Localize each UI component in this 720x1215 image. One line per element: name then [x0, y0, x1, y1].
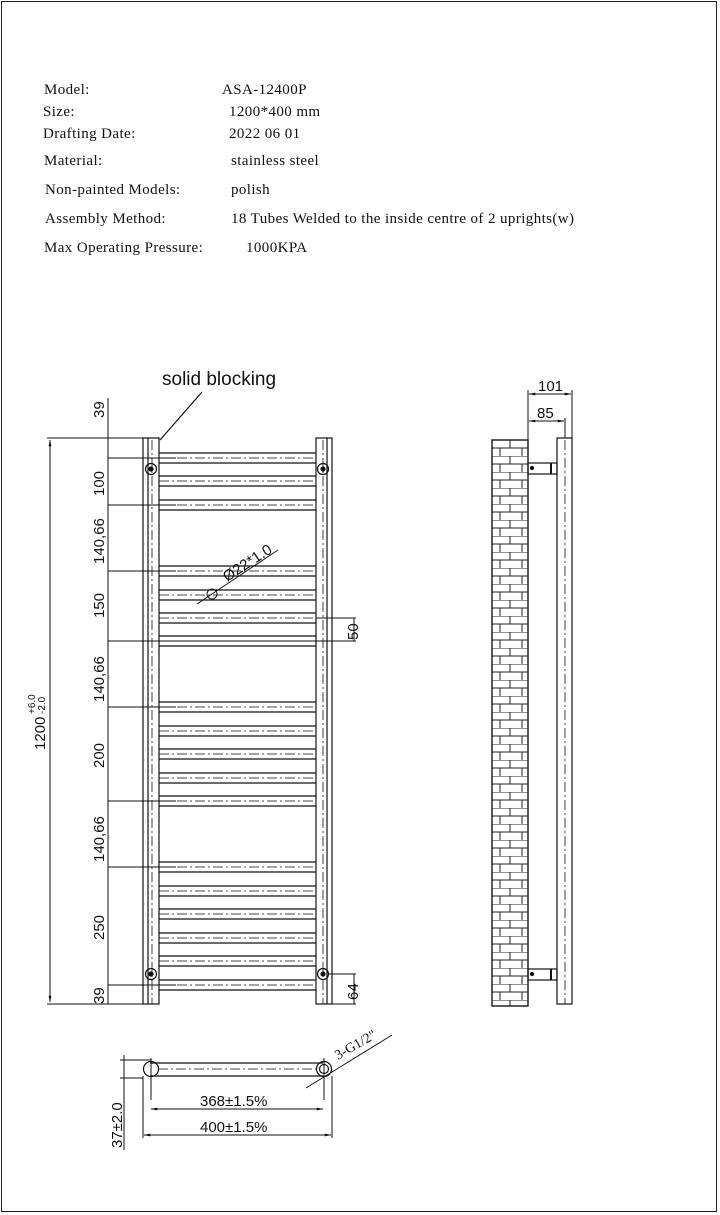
tube — [159, 565, 316, 577]
projection-label: 37±2.0 — [109, 1102, 126, 1148]
dim-150: 150 — [91, 593, 108, 618]
finish-value: polish — [231, 182, 271, 198]
drafting-date-value: 2022 06 01 — [229, 126, 301, 142]
tube — [159, 612, 316, 624]
tube — [159, 885, 316, 897]
front-view: solid blocking — [27, 369, 362, 1005]
tolerance-minus: -2.0 — [37, 696, 48, 714]
tube — [159, 452, 316, 464]
wall-bracket-bottom — [527, 968, 558, 981]
finish-label: Non-painted Models: — [45, 182, 181, 198]
vertical-chain-dimensions — [107, 398, 356, 1004]
dim-100: 100 — [91, 471, 108, 496]
material-label: Material: — [44, 153, 103, 169]
overall-height-label: 1200 — [32, 717, 49, 750]
tube — [159, 955, 316, 967]
tube — [159, 589, 316, 601]
pressure-label: Max Operating Pressure: — [44, 240, 204, 256]
model-value: ASA-12400P — [222, 82, 307, 98]
material-value: stainless steel — [231, 153, 320, 169]
right-dimensions: 50 64 — [316, 617, 362, 1005]
dim-39-top: 39 — [91, 401, 108, 418]
tube — [159, 475, 316, 487]
tube — [159, 748, 316, 760]
centres-label: 368±1.5% — [200, 1093, 267, 1110]
tolerance-plus: +6.0 — [27, 694, 38, 714]
wall-bracket-top — [527, 462, 558, 475]
connection-label: 3-G1/2" — [333, 1028, 380, 1064]
depth-outer-label: 101 — [538, 378, 563, 395]
model-label: Model: — [44, 82, 90, 98]
dim-140-66-a: 140,66 — [91, 518, 108, 564]
tube — [159, 908, 316, 920]
solid-blocking-callout: solid blocking — [162, 369, 276, 390]
assembly-value: 18 Tubes Welded to the inside centre of … — [231, 211, 575, 227]
dim-250: 250 — [91, 915, 108, 940]
wall-brick — [491, 439, 529, 1007]
size-label: Size: — [43, 104, 75, 120]
tube-diameter-label: Ø22*1.0 — [220, 541, 275, 585]
vertical-dim-labels: 39 100 140,66 150 140,66 200 140,66 250 … — [91, 401, 108, 1004]
tube — [159, 861, 316, 873]
tube — [159, 932, 316, 944]
tube — [159, 795, 316, 807]
tube — [159, 499, 316, 511]
tube-diameter-leader: Ø22*1.0 — [196, 541, 279, 605]
drafting-date-label: Drafting Date: — [43, 126, 136, 142]
tube — [159, 725, 316, 737]
left-upright — [142, 437, 160, 1005]
dim-64: 64 — [345, 983, 362, 1000]
dim-200: 200 — [91, 743, 108, 768]
right-upright — [315, 437, 333, 1005]
tube — [159, 772, 316, 784]
overall-width-label: 400±1.5% — [200, 1119, 267, 1136]
bottom-view: 3-G1/2" 368±1.5% 400±1.5% 37±2.0 — [109, 1028, 393, 1150]
side-view: 101 85 — [491, 378, 573, 1007]
pressure-value: 1000KPA — [246, 240, 308, 256]
assembly-label: Assembly Method: — [45, 211, 166, 227]
dim-140-66-c: 140,66 — [91, 816, 108, 862]
tube — [159, 701, 316, 713]
tube — [159, 979, 316, 991]
tubes — [159, 452, 316, 991]
dim-140-66-b: 140,66 — [91, 656, 108, 702]
overall-height-dimension: 1200 +6.0 -2.0 — [27, 437, 143, 1005]
size-value: 1200*400 mm — [229, 104, 321, 120]
dim-39-bottom: 39 — [91, 987, 108, 1004]
depth-dimensions: 101 85 — [527, 378, 573, 440]
dim-50: 50 — [345, 623, 362, 640]
depth-inner-label: 85 — [537, 405, 554, 422]
side-upright — [556, 437, 573, 1005]
